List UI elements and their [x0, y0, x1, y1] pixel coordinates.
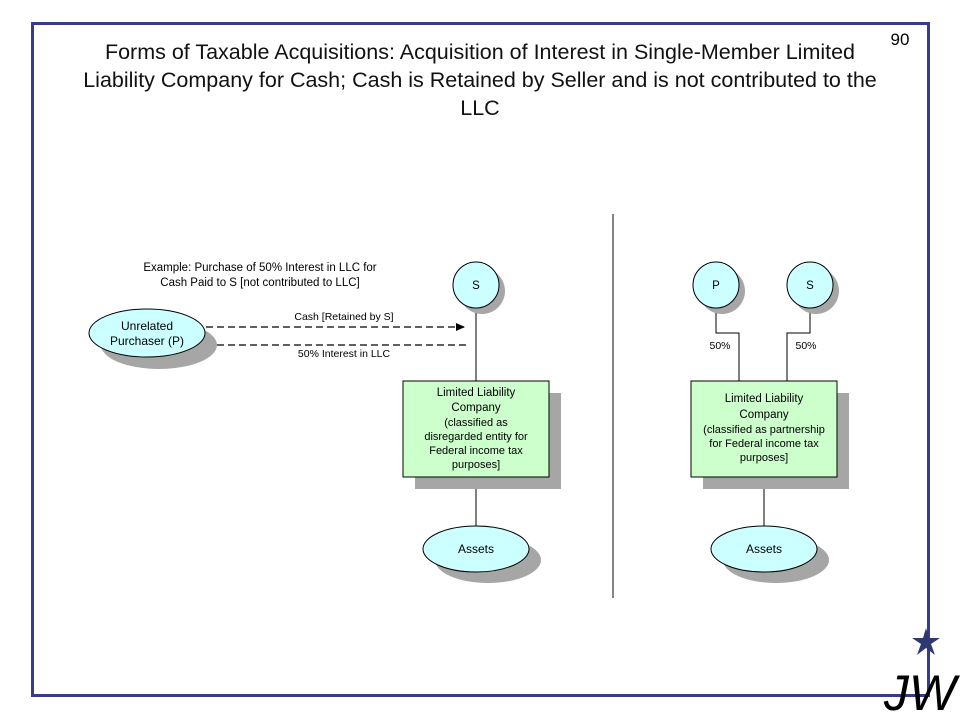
right-llc-node: Limited Liability Company (classified as…: [690, 380, 849, 489]
member-p-node: P: [692, 261, 745, 314]
left-llc-line-5: Federal income tax: [429, 445, 523, 457]
page-title: Forms of Taxable Acquisitions: Acquisiti…: [83, 40, 877, 120]
left-assets-label: Assets: [458, 542, 494, 556]
pct-p-label: 50%: [709, 340, 730, 352]
example-note-line-1: Example: Purchase of 50% Interest in LLC…: [143, 262, 376, 274]
star-icon: [912, 628, 940, 655]
slide-frame: [31, 22, 930, 697]
interest-label: 50% Interest in LLC: [298, 348, 391, 360]
member-s-circle: [786, 261, 834, 309]
page-number: 90: [890, 30, 910, 49]
purchaser-node: Unrelated Purchaser (P): [88, 308, 217, 369]
left-llc-line-6: purposes]: [452, 459, 500, 471]
member-s-label: S: [806, 280, 814, 292]
p-llc-connector: [715, 309, 740, 381]
seller-label: S: [472, 280, 480, 292]
purchaser-label-line-2: Purchaser (P): [110, 334, 184, 348]
left-llc-line-1: Limited Liability: [437, 387, 516, 399]
right-llc-line-4: for Federal income tax: [709, 438, 819, 450]
right-llc-line-5: purposes]: [740, 452, 788, 464]
logo-letters: JW: [883, 665, 960, 720]
right-assets-ellipse: [710, 525, 818, 573]
left-llc-line-3: (classified as: [444, 417, 508, 429]
member-p-label: P: [712, 280, 720, 292]
seller-circle: [452, 261, 500, 309]
left-llc-box: [402, 380, 550, 478]
right-llc-line-2: Company: [739, 409, 788, 421]
left-llc-line-2: Company: [451, 402, 500, 414]
right-assets-label: Assets: [746, 542, 782, 556]
right-llc-line-3: (classified as partnership: [703, 424, 825, 436]
seller-node: S: [452, 261, 505, 314]
right-llc-line-1: Limited Liability: [725, 393, 804, 405]
firm-logo: JW: [883, 628, 960, 720]
purchaser-label-line-1: Unrelated: [121, 319, 173, 333]
left-llc-node: Limited Liability Company (classified as…: [402, 380, 561, 489]
left-llc-line-4: disregarded entity for: [424, 431, 528, 443]
left-assets-node: Assets: [422, 525, 541, 583]
cash-label: Cash [Retained by S]: [294, 311, 393, 323]
right-llc-box: [690, 380, 838, 478]
example-note-line-2: Cash Paid to S [not contributed to LLC]: [160, 277, 359, 289]
left-assets-ellipse: [422, 525, 530, 573]
member-p-circle: [692, 261, 740, 309]
purchaser-ellipse: [88, 308, 206, 358]
member-s-node: S: [786, 261, 839, 314]
s-llc-connector: [786, 309, 811, 381]
right-assets-node: Assets: [710, 525, 829, 583]
right-structure: 50% 50% P S Limited Liability Company (c…: [690, 261, 849, 583]
pct-s-label: 50%: [795, 340, 816, 352]
left-structure: Example: Purchase of 50% Interest in LLC…: [88, 261, 561, 583]
